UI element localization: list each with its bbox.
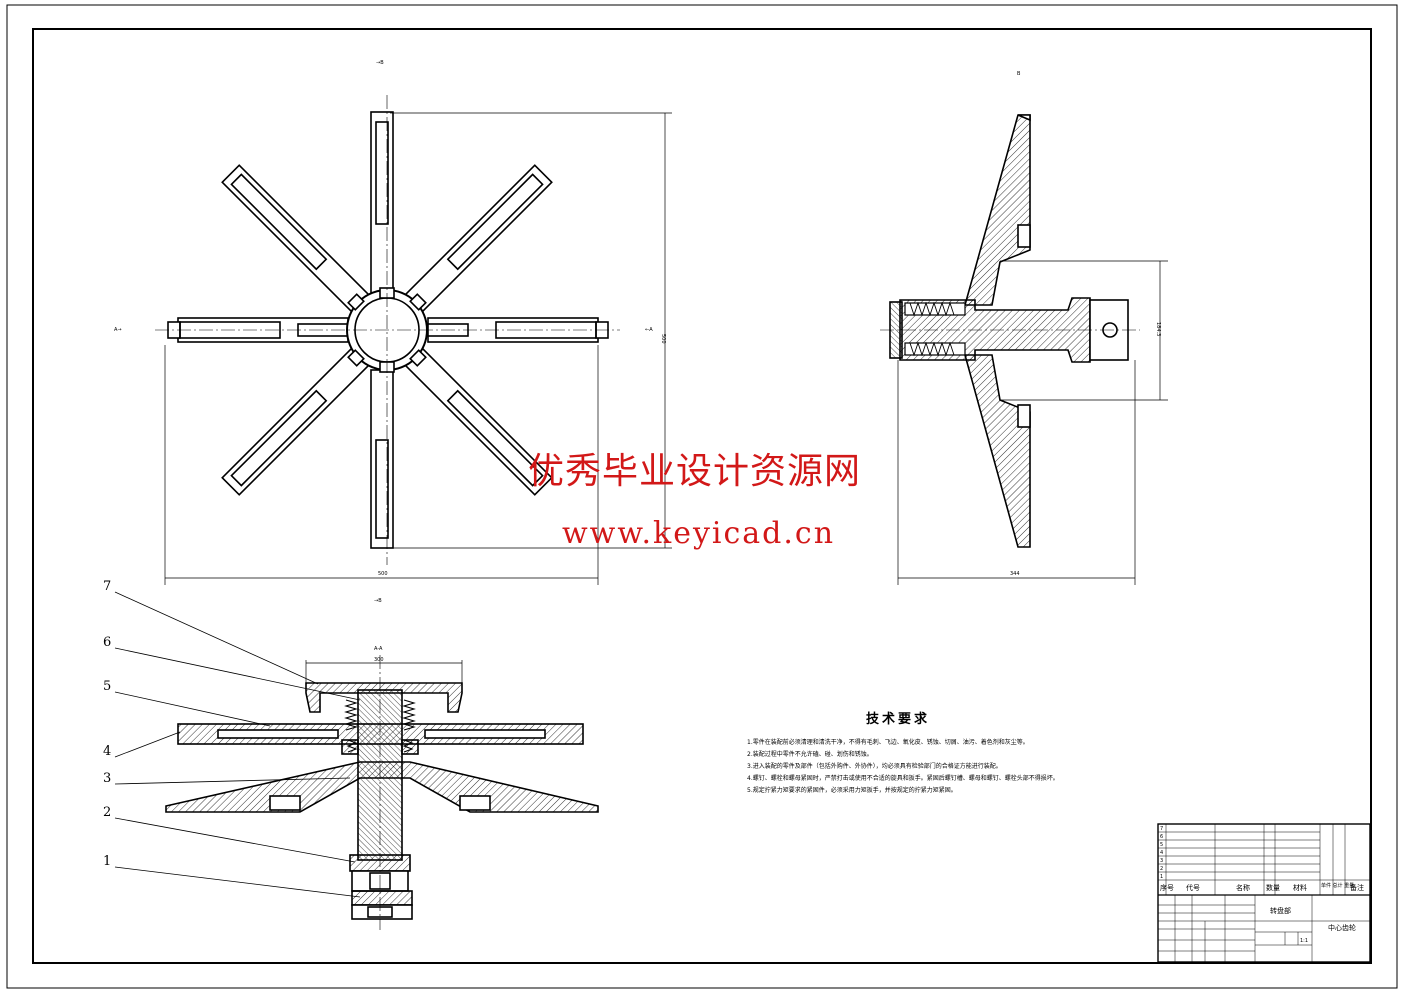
part-label-6: 6 bbox=[103, 635, 111, 650]
dim-top-width: 500 bbox=[378, 571, 388, 577]
watermark-url: www.keyicad.cn bbox=[562, 516, 836, 551]
svg-text:2: 2 bbox=[1160, 866, 1163, 872]
part-label-2: 2 bbox=[103, 805, 111, 820]
tech-requirement-line: 2.装配过程中零件不允许磕、碰、划伤和锈蚀。 bbox=[747, 751, 873, 758]
svg-text:6: 6 bbox=[1160, 834, 1163, 840]
dim-side-width: 344 bbox=[1010, 571, 1020, 577]
tech-requirement-line: 1.零件在装配前必须清理和清洗干净，不得有毛刺、飞边、氧化皮、锈蚀、切屑、油污、… bbox=[747, 739, 1029, 746]
svg-text:名称: 名称 bbox=[1236, 883, 1250, 892]
svg-text:材料: 材料 bbox=[1293, 883, 1307, 892]
section-view bbox=[165, 682, 599, 920]
section-mark-top: →B bbox=[376, 60, 384, 66]
svg-text:序号: 序号 bbox=[1160, 883, 1174, 892]
side-view bbox=[889, 114, 1129, 548]
svg-text:转盘部: 转盘部 bbox=[1270, 906, 1291, 915]
svg-text:1: 1 bbox=[1160, 874, 1163, 880]
watermark-title: 优秀毕业设计资源网 bbox=[528, 451, 862, 492]
part-label-5: 5 bbox=[103, 679, 111, 694]
tech-requirement-line: 3.进入装配的零件及部件（包括外购件、外协件），均必须具有检验部门的合格证方能进… bbox=[747, 763, 1002, 770]
part-label-3: 3 bbox=[103, 771, 111, 786]
svg-text:备注: 备注 bbox=[1350, 883, 1364, 892]
inner-border bbox=[32, 28, 1372, 964]
outer-border bbox=[6, 4, 1398, 989]
tech-requirements-title: 技术要求 bbox=[866, 712, 931, 727]
section-mark-bottom: →B bbox=[374, 598, 382, 604]
svg-text:3: 3 bbox=[1160, 858, 1163, 864]
svg-text:1:1: 1:1 bbox=[1300, 938, 1308, 944]
title-block-text: 7 6 5 4 3 2 1 序号 代号 名称 数量 材料 单件 总计 重量 备注… bbox=[1160, 826, 1364, 944]
section-mark-side: B bbox=[1017, 71, 1021, 77]
svg-text:单件 总计 重量: 单件 总计 重量 bbox=[1321, 882, 1354, 889]
tech-requirement-line: 4.螺钉、螺栓和螺母紧固时，严禁打击或使用不合适的旋具和扳手。紧固后螺钉槽、螺母… bbox=[747, 775, 1059, 782]
part-label-1: 1 bbox=[103, 854, 111, 869]
dim-top-height: 500 bbox=[660, 334, 666, 344]
part-label-4: 4 bbox=[103, 744, 111, 759]
svg-text:数量: 数量 bbox=[1266, 883, 1280, 892]
svg-text:代号: 代号 bbox=[1186, 883, 1200, 892]
svg-text:4: 4 bbox=[1160, 850, 1163, 856]
dim-section-top: 300 bbox=[374, 657, 384, 663]
svg-text:7: 7 bbox=[1160, 826, 1163, 832]
title-block bbox=[1157, 823, 1371, 963]
section-mark-left: A→ bbox=[114, 327, 122, 333]
svg-text:5: 5 bbox=[1160, 842, 1163, 848]
section-mark-right: ←A bbox=[645, 327, 653, 333]
dim-side-height: 184.3 bbox=[1155, 322, 1161, 336]
section-title: A-A bbox=[374, 646, 383, 652]
tech-requirement-line: 5.规定拧紧力矩要求的紧固件，必须采用力矩扳手，并按规定的拧紧力矩紧固。 bbox=[747, 787, 957, 794]
svg-text:中心齿轮: 中心齿轮 bbox=[1328, 923, 1356, 932]
part-label-7: 7 bbox=[103, 579, 111, 594]
